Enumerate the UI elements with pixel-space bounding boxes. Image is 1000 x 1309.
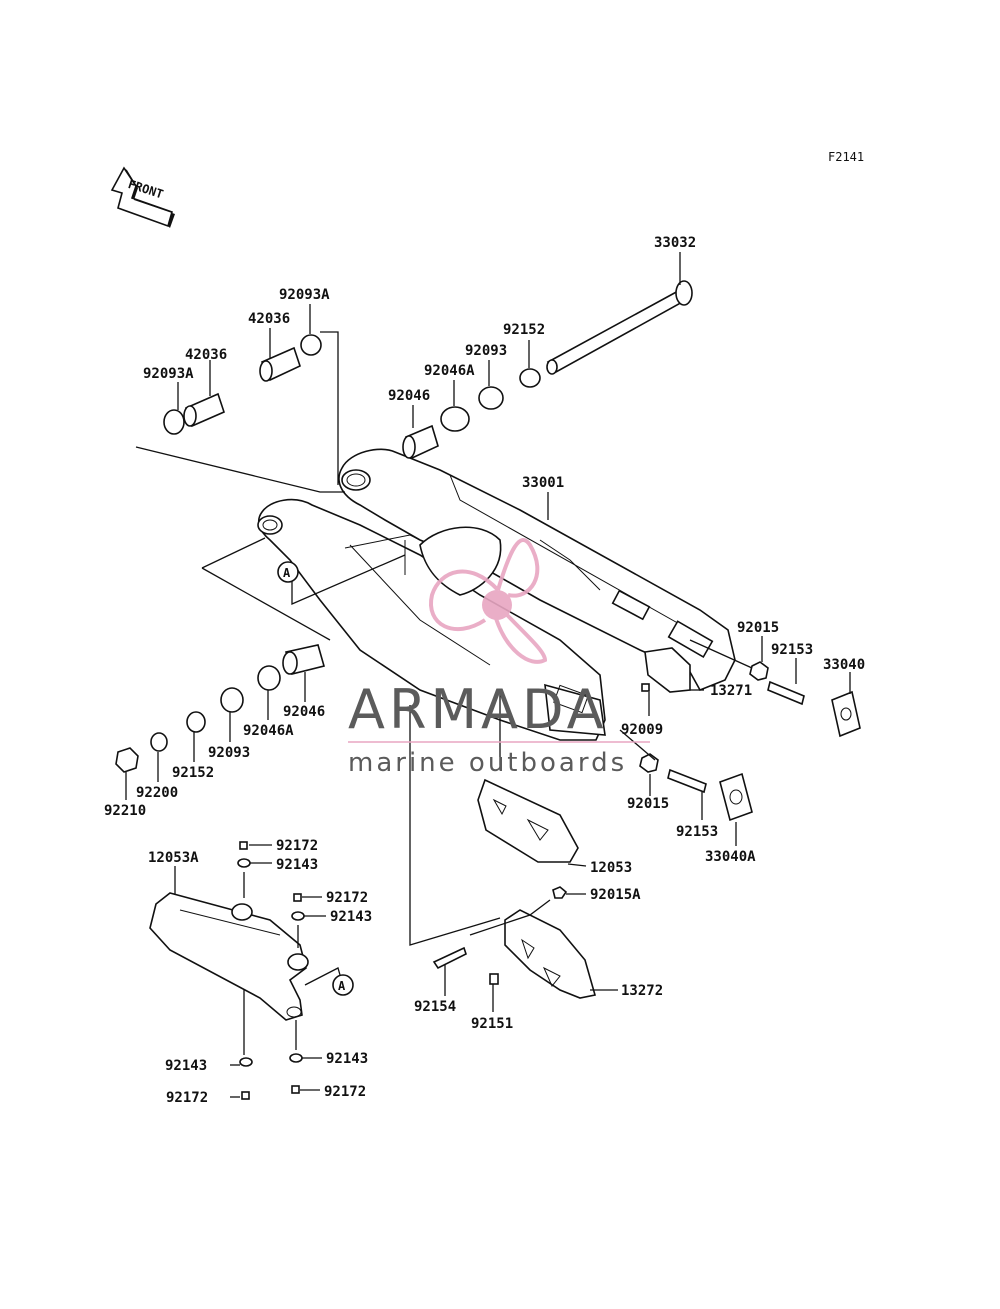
chain-guide-13272 bbox=[504, 909, 597, 999]
part-label-92093-bottom: 92093 bbox=[208, 745, 250, 761]
part-label-92153-top: 92153 bbox=[771, 642, 813, 658]
front-arrow-icon: FRONT bbox=[110, 166, 175, 228]
part-label-42036-top: 42036 bbox=[248, 311, 290, 327]
washer-92143-d bbox=[289, 1053, 303, 1063]
bolt-92151 bbox=[489, 973, 499, 985]
bolt-92172-c bbox=[241, 1091, 250, 1100]
callout-a-top: A bbox=[277, 561, 299, 583]
part-label-92200: 92200 bbox=[136, 785, 178, 801]
part-label-13272: 13272 bbox=[621, 983, 663, 999]
nut-92015-top bbox=[749, 661, 769, 681]
part-label-92154: 92154 bbox=[414, 999, 456, 1015]
bearing-92046-bottom bbox=[282, 644, 325, 675]
part-label-92015-top: 92015 bbox=[737, 620, 779, 636]
part-label-92046-bottom: 92046 bbox=[283, 704, 325, 720]
callout-a-bottom: A bbox=[332, 974, 354, 996]
collar-92046a bbox=[440, 406, 470, 432]
part-label-92210: 92210 bbox=[104, 803, 146, 819]
nut-92015-bottom bbox=[639, 753, 659, 773]
figure-code: F2141 bbox=[828, 150, 864, 164]
washer-92152-bottom bbox=[186, 711, 206, 733]
leader-lines bbox=[125, 252, 851, 1098]
part-label-33001: 33001 bbox=[522, 475, 564, 491]
block-33040 bbox=[831, 690, 861, 738]
watermark-brand: ARMADA bbox=[348, 678, 608, 741]
part-label-92046-top: 92046 bbox=[388, 388, 430, 404]
washer-92143-a bbox=[237, 858, 251, 868]
part-label-33032: 33032 bbox=[654, 235, 696, 251]
part-label-92172-b: 92172 bbox=[326, 890, 368, 906]
axle-33032 bbox=[546, 280, 693, 375]
part-label-92093-top: 92093 bbox=[465, 343, 507, 359]
sleeve-42036-top bbox=[259, 346, 301, 382]
seal-92093-bottom bbox=[220, 687, 244, 713]
part-label-92046a-top: 92046A bbox=[424, 363, 475, 379]
part-label-92009: 92009 bbox=[621, 722, 663, 738]
part-label-42036-left: 42036 bbox=[185, 347, 227, 363]
watermark-logo-icon bbox=[428, 538, 548, 664]
part-label-92046a-bottom: 92046A bbox=[243, 723, 294, 739]
part-label-92172-c: 92172 bbox=[166, 1090, 208, 1106]
part-label-92152-bottom: 92152 bbox=[172, 765, 214, 781]
part-label-92172-d: 92172 bbox=[324, 1084, 366, 1100]
watermark-tagline: marine outboards bbox=[348, 748, 627, 778]
washer-92200 bbox=[150, 732, 168, 752]
chain-slider-12053a bbox=[149, 892, 309, 1021]
part-label-92143-a: 92143 bbox=[276, 857, 318, 873]
part-label-33040: 33040 bbox=[823, 657, 865, 673]
part-label-92152-top: 92152 bbox=[503, 322, 545, 338]
part-label-92015a: 92015A bbox=[590, 887, 641, 903]
part-label-92093a-left: 92093A bbox=[143, 366, 194, 382]
svg-text:A: A bbox=[338, 979, 346, 993]
part-label-92153-bottom: 92153 bbox=[676, 824, 718, 840]
part-label-12053a: 12053A bbox=[148, 850, 199, 866]
part-label-92093a-top: 92093A bbox=[279, 287, 330, 303]
collar-92046a-bottom bbox=[257, 665, 281, 691]
washer-92143-b bbox=[291, 911, 305, 921]
seal-92093a-top bbox=[300, 334, 322, 356]
bolt-92009 bbox=[641, 683, 650, 692]
washer-92152 bbox=[519, 368, 541, 388]
part-label-92143-b: 92143 bbox=[330, 909, 372, 925]
part-label-92015-bottom: 92015 bbox=[627, 796, 669, 812]
part-label-92172-a: 92172 bbox=[276, 838, 318, 854]
part-label-92143-d: 92143 bbox=[326, 1051, 368, 1067]
part-labels: 33032 92093A 42036 92152 42036 92093 920… bbox=[104, 235, 865, 1106]
bolt-92172-d bbox=[291, 1085, 300, 1094]
chain-slider-12053 bbox=[477, 778, 579, 863]
nut-92210 bbox=[115, 747, 139, 773]
part-label-12053: 12053 bbox=[590, 860, 632, 876]
bolt-92154 bbox=[432, 946, 467, 970]
sleeve-42036-left bbox=[183, 392, 225, 428]
bolt-92153-top bbox=[767, 680, 805, 706]
part-label-33040a: 33040A bbox=[705, 849, 756, 865]
washer-92143-c bbox=[239, 1057, 253, 1067]
bolt-92172-a bbox=[239, 841, 248, 850]
part-label-13271: 13271 bbox=[710, 683, 752, 699]
seal-92093a-left bbox=[163, 409, 185, 435]
seal-92093 bbox=[478, 386, 504, 410]
bearing-92046 bbox=[402, 424, 439, 460]
part-label-92143-c: 92143 bbox=[165, 1058, 207, 1074]
svg-text:A: A bbox=[283, 566, 291, 580]
bolt-92153-bottom bbox=[667, 768, 707, 794]
bolt-92172-b bbox=[293, 893, 302, 902]
block-33040a bbox=[719, 772, 753, 822]
nut-92015a bbox=[552, 886, 568, 899]
part-label-92151: 92151 bbox=[471, 1016, 513, 1032]
